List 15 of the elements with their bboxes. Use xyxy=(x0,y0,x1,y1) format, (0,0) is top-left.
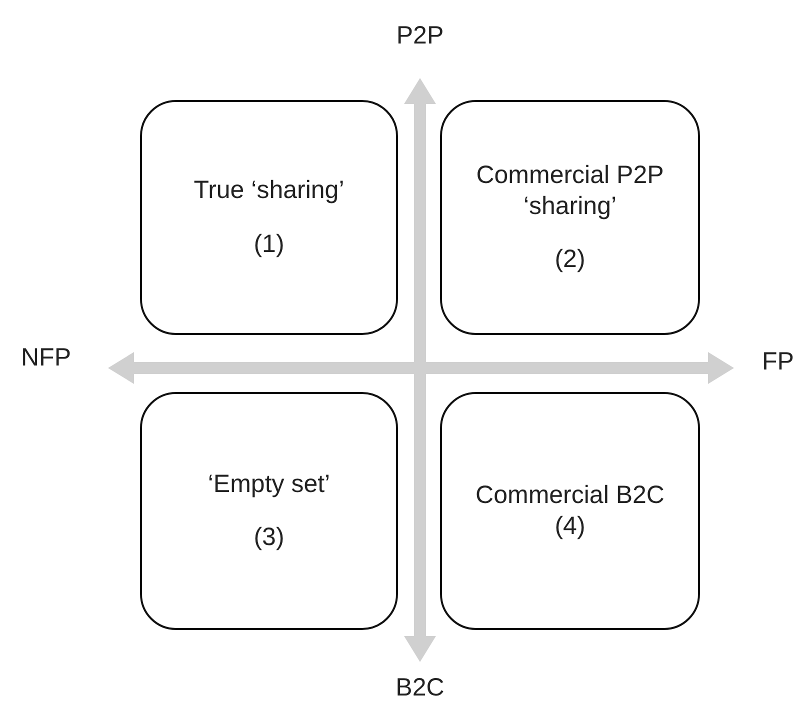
quadrant-box xyxy=(140,100,398,335)
axis-label: NFP xyxy=(21,344,71,372)
axis-label: B2C xyxy=(396,674,444,702)
quadrant-label: ‘Empty set’ xyxy=(208,468,330,500)
axis-label: FP xyxy=(762,348,794,376)
quadrant-number: (2) xyxy=(554,244,586,276)
axis-label: P2P xyxy=(396,22,444,50)
quadrant-number: (3) xyxy=(254,522,284,553)
quadrant-box xyxy=(140,392,398,630)
quadrant-number: (1) xyxy=(254,228,284,260)
quadrant-box xyxy=(440,392,700,630)
quadrant-label: True ‘sharing’ xyxy=(194,175,344,206)
quadrant-label: Commercial B2C (4) xyxy=(474,480,666,542)
quadrant-label: Commercial P2P ‘sharing’ xyxy=(475,160,665,222)
quadrant-box xyxy=(440,100,700,335)
